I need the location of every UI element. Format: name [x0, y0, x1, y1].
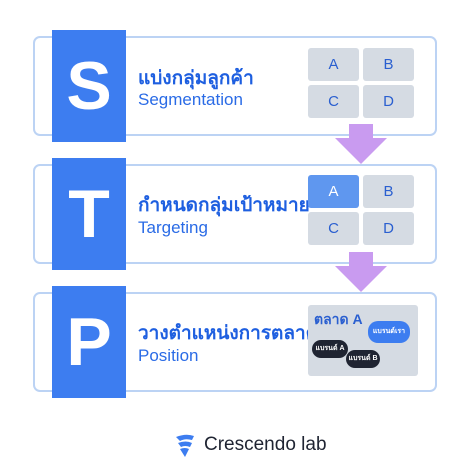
down-arrow-icon [335, 124, 387, 164]
targeting-title-english: Targeting [138, 218, 208, 237]
target-cell-b: B [363, 175, 414, 208]
step-letter-s: S [52, 30, 126, 142]
segmentation-title-thai: แบ่งกลุ่มลูกค้า [138, 68, 254, 89]
crescendo-lab-logo-icon [176, 434, 194, 457]
position-title-thai: วางตำแหน่งการตลาด [138, 323, 319, 344]
step-letter-t: T [52, 158, 126, 270]
target-cell-a-selected: A [308, 175, 359, 208]
segment-cell-a: A [308, 48, 359, 81]
target-cell-d: D [363, 212, 414, 245]
segment-cell-d: D [363, 85, 414, 118]
position-title-english: Position [138, 346, 199, 365]
brand-b-bubble: แบรนด์ B [346, 350, 380, 368]
segment-cell-c: C [308, 85, 359, 118]
own-brand-bubble: แบรนด์เรา [368, 321, 410, 343]
step-letter-p: P [52, 286, 126, 398]
segment-cell-b: B [363, 48, 414, 81]
market-title: ตลาด A [314, 311, 363, 327]
segmentation-title-english: Segmentation [138, 90, 243, 109]
market-map: ตลาด A แบรนด์เรา แบรนด์ A แบรนด์ B [308, 305, 418, 376]
brand-footer: Crescendo lab [172, 432, 327, 458]
target-cell-c: C [308, 212, 359, 245]
brand-a-bubble: แบรนด์ A [312, 340, 348, 358]
down-arrow-icon [335, 252, 387, 292]
brand-name: Crescendo lab [204, 434, 327, 455]
targeting-title-thai: กำหนดกลุ่มเป้าหมาย [138, 195, 310, 216]
